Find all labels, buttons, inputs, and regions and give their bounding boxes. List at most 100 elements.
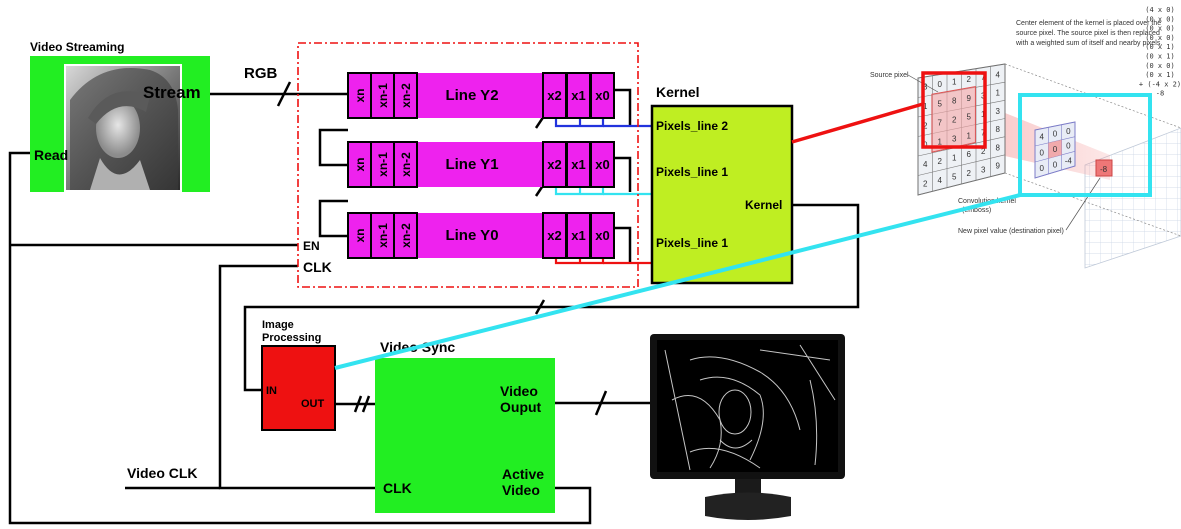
calc-line: (0 x 1) — [1145, 53, 1175, 61]
calc-line: -8 — [1156, 90, 1164, 98]
source-grid-value: 1 — [923, 102, 928, 111]
source-grid-value: 3 — [923, 83, 928, 92]
buffer-cell — [393, 141, 418, 188]
source-grid-value: 3 — [981, 165, 986, 174]
convolution-desc-3: with a weighted sum of itself and nearby… — [1015, 40, 1162, 47]
signal-wires — [8, 88, 860, 525]
convolution-desc-2: source pixel. The source pixel is then r… — [1016, 30, 1160, 37]
destination-pixel-value: -8 — [1100, 165, 1108, 174]
buffer-cell — [393, 212, 418, 259]
kernel-block: Kernel Pixels_line 2 Pixels_line 1 Pixel… — [650, 84, 794, 285]
buffer-cell-label: x2 — [547, 228, 561, 243]
buffer-cell-label: x0 — [595, 228, 609, 243]
source-grid-value: 2 — [923, 121, 928, 130]
buffer-cell — [590, 72, 615, 119]
read-port: Read — [34, 147, 68, 163]
kernel-grid-value: 0 — [1066, 127, 1071, 136]
buffer-cell-label: x1 — [571, 88, 585, 103]
buffer-cell-label: xn-1 — [376, 83, 390, 108]
source-pixel-label: Source pixel — [870, 72, 909, 79]
buffer-cell-label: x1 — [571, 157, 585, 172]
kernel-grid-value: 0 — [1053, 145, 1058, 154]
buffer-cell — [590, 212, 615, 259]
source-grid-value: 4 — [938, 176, 943, 185]
buffer-cell-label: x0 — [595, 157, 609, 172]
source-grid-value: 1 — [938, 138, 943, 147]
rgb-label: RGB — [244, 65, 278, 82]
source-grid-value: 1 — [967, 131, 972, 140]
calc-line: + (-4 x 2) — [1139, 80, 1181, 88]
destination-grid — [1084, 127, 1181, 269]
buffer-cell-label: xn-2 — [399, 152, 413, 177]
stream-port: Stream — [143, 83, 201, 102]
calc-line: (0 x 0) — [1145, 15, 1175, 23]
kernel-title: Kernel — [656, 84, 700, 100]
buffer-cell-label: xn — [353, 228, 367, 242]
convolution-calc: (4 x 0)(0 x 0)(0 x 0)(0 x 0)(0 x 1)(0 x … — [1139, 6, 1181, 98]
source-grid-value: 4 — [923, 160, 928, 169]
kernel-to-source-connector — [791, 102, 924, 144]
buffer-cell-label: x0 — [595, 88, 609, 103]
calc-line: (0 x 1) — [1145, 43, 1175, 51]
kernel-input-line2: Pixels_line 2 — [656, 119, 728, 133]
kernel-output: Kernel — [745, 198, 782, 212]
kernel-grid-value: -4 — [1065, 157, 1073, 166]
calc-line: (0 x 0) — [1145, 25, 1175, 33]
result-to-processing-connector — [334, 193, 1021, 370]
destination-highlight-box — [1018, 93, 1152, 197]
buffer-cell — [590, 141, 615, 188]
calc-line: (4 x 0) — [1145, 6, 1175, 14]
source-grid-value: 2 — [981, 147, 986, 156]
buffer-cell-label: xn-1 — [376, 223, 390, 248]
source-grid-value: 6 — [967, 150, 972, 159]
line-buffer-container — [297, 42, 639, 288]
source-grid-value: 3 — [952, 134, 957, 143]
kernel-grid-value: 0 — [1053, 130, 1058, 139]
line-buffer-name: Line Y2 — [445, 87, 498, 104]
image-processing-box — [261, 345, 336, 431]
active-video-label-1: Active — [502, 466, 544, 482]
calc-line: (0 x 0) — [1145, 62, 1175, 70]
source-grid-value: 2 — [967, 75, 972, 84]
source-grid-value: 3 — [996, 107, 1001, 116]
kernel-box — [650, 104, 794, 285]
buffer-cell-label: x1 — [571, 228, 585, 243]
source-grid-value: 5 — [967, 113, 972, 122]
source-grid-value: 9 — [967, 94, 972, 103]
en-pin: EN — [303, 239, 320, 253]
source-grid-value: 9 — [996, 162, 1001, 171]
source-grid-value: 0 — [923, 141, 928, 150]
tap-lines — [554, 118, 652, 265]
source-grid-value: 5 — [938, 99, 943, 108]
video-clk-label: Video CLK — [127, 465, 198, 481]
source-grid-value: 8 — [996, 143, 1001, 152]
image-processing-title-2: Processing — [262, 332, 321, 344]
source-grid-value: 2 — [923, 179, 928, 188]
video-sync-box — [375, 358, 555, 513]
source-grid-value: 8 — [996, 125, 1001, 134]
lena-photo-icon — [64, 64, 182, 192]
buffer-cell-label: xn — [353, 157, 367, 171]
buffer-cell-label: xn — [353, 88, 367, 102]
source-grid-value: 4 — [996, 70, 1001, 79]
source-grid-value: 1 — [952, 153, 957, 162]
calc-line: (0 x 0) — [1145, 34, 1175, 42]
out-port: OUT — [301, 398, 325, 410]
source-grid-value: 0 — [938, 80, 943, 89]
calc-line: (0 x 1) — [1145, 71, 1175, 79]
video-streaming-title: Video Streaming — [30, 40, 124, 54]
kernel-label-2: (emboss) — [962, 207, 991, 214]
line-buffer-name: Line Y1 — [445, 156, 498, 173]
kernel-grid-value: 0 — [1039, 164, 1044, 173]
source-grid-value: 8 — [952, 97, 957, 106]
kernel-grid-value: 0 — [1066, 142, 1071, 151]
video-sync-clk: CLK — [383, 480, 412, 496]
buffer-cell-label: x2 — [547, 88, 561, 103]
convolution-illustration: Center element of the kernel is placed o… — [870, 6, 1181, 269]
buffer-cell-label: xn-2 — [399, 83, 413, 108]
buffer-cell-label: xn-1 — [376, 152, 390, 177]
